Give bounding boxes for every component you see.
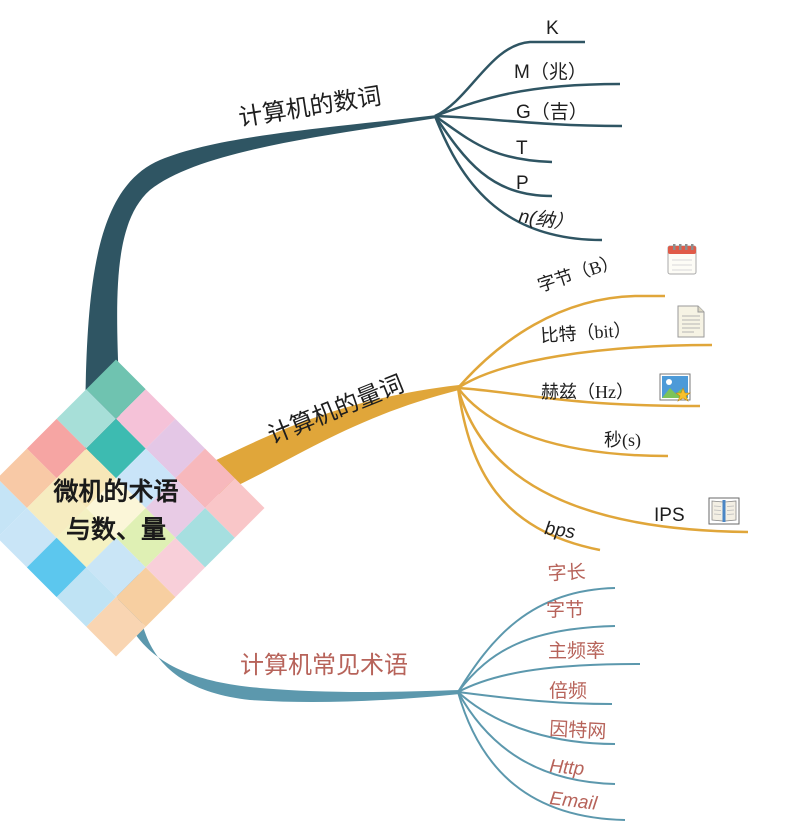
leaf-K[interactable]: K: [546, 18, 559, 39]
leaf-ips[interactable]: IPS: [654, 505, 685, 526]
leaf-T[interactable]: T: [516, 138, 528, 159]
leaf-byte-term[interactable]: 字节: [546, 599, 584, 621]
branch-2-connector: [195, 385, 459, 500]
central-topic-line2: 与数、量: [66, 515, 166, 544]
leaf-bit[interactable]: 比特（bit）: [540, 320, 632, 346]
leaf-email[interactable]: Email: [548, 788, 598, 815]
leaf-second[interactable]: 秒(s): [604, 430, 641, 451]
leaf-bps[interactable]: bps: [543, 518, 577, 543]
leaf-n[interactable]: n(纳）: [517, 205, 574, 234]
leaf-word-length[interactable]: 字长: [547, 561, 586, 585]
central-topic-line1: 微机的术语: [52, 477, 178, 506]
leaf-hertz[interactable]: 赫兹（Hz）: [541, 382, 634, 402]
branch-1-leaf-lines: [433, 40, 623, 242]
open-book-icon: [708, 497, 740, 525]
common-terms-leaves: 字长 字节 主频率 倍频 因特网 Http Email: [546, 561, 607, 815]
branch-label-common-terms[interactable]: 计算机常见术语: [240, 651, 408, 679]
branch-3-leaf-lines: [457, 587, 641, 821]
leaf-M[interactable]: M（兆）: [514, 61, 587, 83]
document-icon: [677, 305, 705, 338]
leaf-G[interactable]: G（吉）: [516, 101, 588, 123]
leaf-http[interactable]: Http: [549, 756, 586, 780]
numerals-leaves: K M（兆） G（吉） T P n(纳）: [514, 18, 588, 235]
leaf-byte[interactable]: 字节（B）: [535, 251, 621, 296]
leaf-multiplier[interactable]: 倍频: [549, 680, 587, 702]
calendar-icon: [667, 244, 697, 275]
leaf-P[interactable]: P: [516, 173, 529, 194]
central-topic-tiles: [0, 359, 265, 657]
leaf-internet[interactable]: 因特网: [549, 718, 607, 743]
leaf-clock-frequency[interactable]: 主频率: [548, 640, 605, 662]
branch-2-leaf-lines: [456, 294, 749, 552]
image-star-icon: [659, 373, 691, 402]
